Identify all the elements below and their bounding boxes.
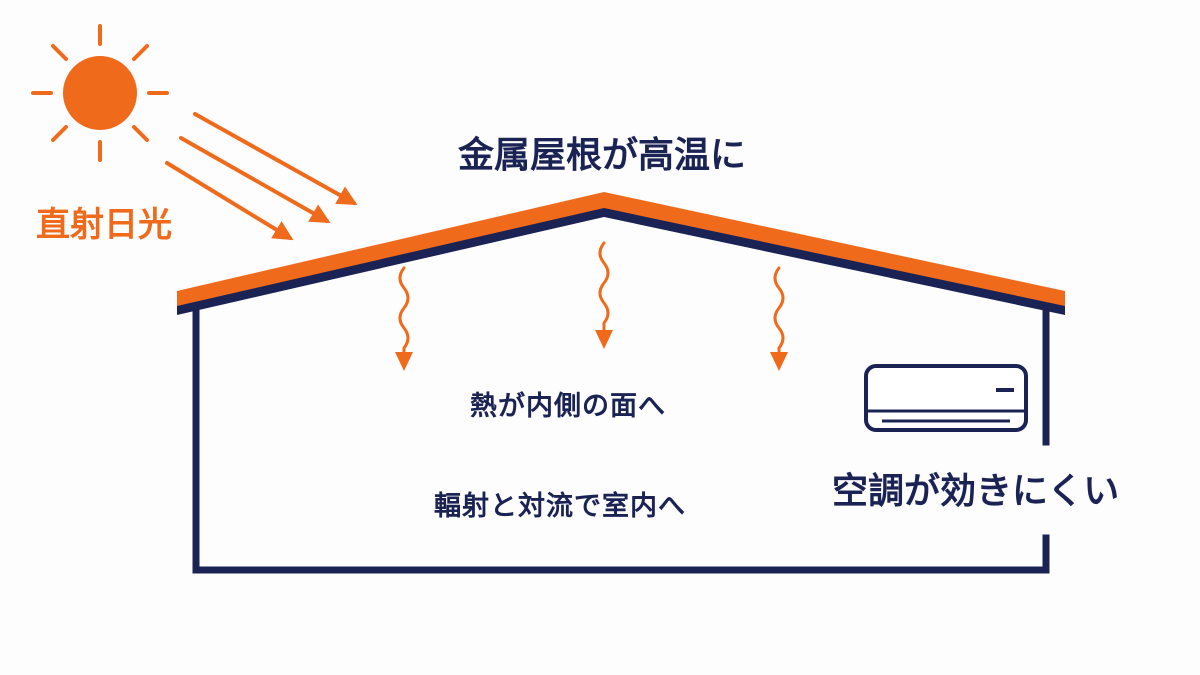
sun-icon (31, 24, 169, 162)
heat-arrowhead (395, 352, 413, 371)
house-outline (192, 308, 1050, 574)
radiation-label: 輻射と対流で室内へ (434, 491, 686, 522)
metal-roof (177, 192, 1065, 315)
heat-arrowhead (770, 352, 788, 371)
sunray-arrow-icon (165, 112, 358, 241)
roof-hot-label: 金属屋根が高温に (458, 135, 747, 176)
heat-wave-arrow-icon (398, 241, 785, 362)
air-conditioner-icon (864, 364, 1028, 432)
heat-inner-label: 熱が内側の面へ (470, 391, 666, 422)
ac-weak-label: 空調が効きにくい (832, 471, 1120, 512)
heat-arrowhead (595, 330, 613, 349)
sunlight-label: 直射日光 (36, 205, 172, 245)
